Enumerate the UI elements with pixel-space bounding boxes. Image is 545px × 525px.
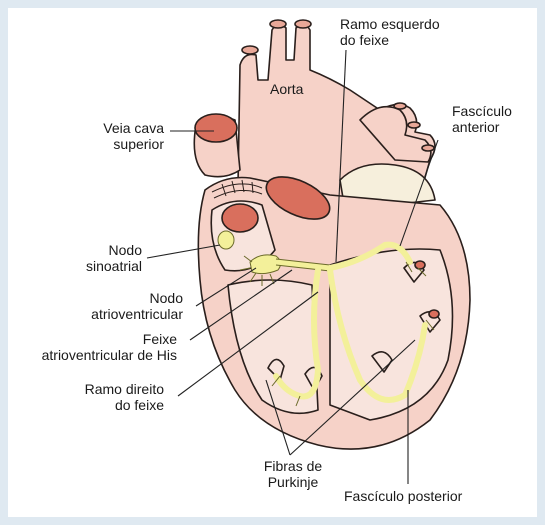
label-nodo-atrioventricular-line2: atrioventricular (91, 306, 183, 322)
pv-opening-1 (393, 102, 407, 110)
leader-purkinje-1 (265, 379, 291, 456)
pulmonary-veins (359, 105, 432, 163)
label-ramo-direito-line2: do feixe (114, 397, 164, 413)
aortic-arch (237, 23, 436, 206)
label-nodo-sinoatrial-line1: Nodo (108, 242, 142, 258)
label-ramo-direito: Ramo direito do feixe (85, 381, 164, 413)
mitral-valve-opening (265, 176, 331, 220)
label-fibras-purkinje-line2: Purkinje (267, 474, 319, 490)
heart-illustration (193, 19, 471, 450)
right-ventricle-chamber (227, 279, 319, 415)
right-bundle-branch (273, 267, 321, 400)
papillary-muscle-1 (267, 358, 285, 381)
leader-feixe-his (189, 269, 293, 341)
label-ramo-esquerdo: Ramo esquerdo do feixe (340, 16, 440, 48)
label-fasciculo-anterior: Fascículo anterior (452, 103, 512, 135)
svc-opening (194, 113, 238, 143)
sinoatrial-node (217, 230, 235, 250)
label-ramo-esquerdo-line2: do feixe (340, 32, 390, 48)
pv-opening-3 (421, 144, 435, 152)
label-ramo-esquerdo-line1: Ramo esquerdo (340, 16, 440, 32)
his-bundle (273, 259, 333, 271)
label-nodo-atrioventricular: Nodo atrioventricular (91, 290, 183, 322)
leader-fasciculo-anterior (399, 139, 439, 247)
label-veia-cava-line1: Veia cava (103, 120, 164, 136)
label-veia-cava-line2: superior (113, 136, 164, 152)
leader-nodo-atrioventricular (195, 267, 257, 307)
papillary-tip-2 (428, 309, 440, 319)
atrial-surface-lines (211, 179, 263, 199)
tricuspid-valve-opening (221, 203, 259, 233)
leader-ramo-esquerdo (335, 49, 347, 263)
vessel-top-right (294, 19, 312, 29)
label-fasciculo-posterior: Fascículo posterior (344, 488, 462, 504)
leader-purkinje-2 (289, 339, 416, 456)
label-fibras-purkinje-line1: Fibras de (263, 458, 323, 474)
label-nodo-atrioventricular-line1: Nodo (149, 290, 183, 306)
conduction-system (217, 230, 435, 407)
papillary-muscle-3 (371, 351, 393, 373)
vessel-top-left (241, 45, 259, 55)
label-feixe-his: Feixe atrioventricular de His (42, 331, 177, 363)
label-aorta-text: Aorta (270, 81, 304, 97)
vessel-top-mid (269, 19, 287, 29)
pv-opening-2 (407, 121, 421, 129)
leader-ramo-direito (177, 291, 319, 397)
label-feixe-his-line2: atrioventricular de His (41, 347, 177, 363)
leader-nodo-sinoatrial (146, 244, 221, 259)
label-nodo-sinoatrial-line2: sinoatrial (85, 258, 142, 274)
label-feixe-his-line1: Feixe (142, 331, 177, 347)
purkinje-fibers (239, 255, 435, 407)
label-veia-cava: Veia cava superior (103, 120, 164, 152)
label-fasciculo-anterior-line2: anterior (452, 119, 500, 135)
label-ramo-direito-line1: Ramo direito (84, 381, 164, 397)
label-fasciculo-posterior-text: Fascículo posterior (344, 488, 463, 504)
leader-lines (146, 49, 439, 484)
left-bundle-branch (327, 241, 413, 271)
posterior-fascicle (327, 267, 428, 403)
label-nodo-sinoatrial: Nodo sinoatrial (86, 242, 142, 274)
papillary-tip-1 (414, 260, 426, 270)
label-fibras-purkinje: Fibras de Purkinje (258, 458, 328, 490)
label-aorta: Aorta (270, 81, 303, 97)
label-fasciculo-anterior-line1: Fascículo (452, 103, 512, 119)
